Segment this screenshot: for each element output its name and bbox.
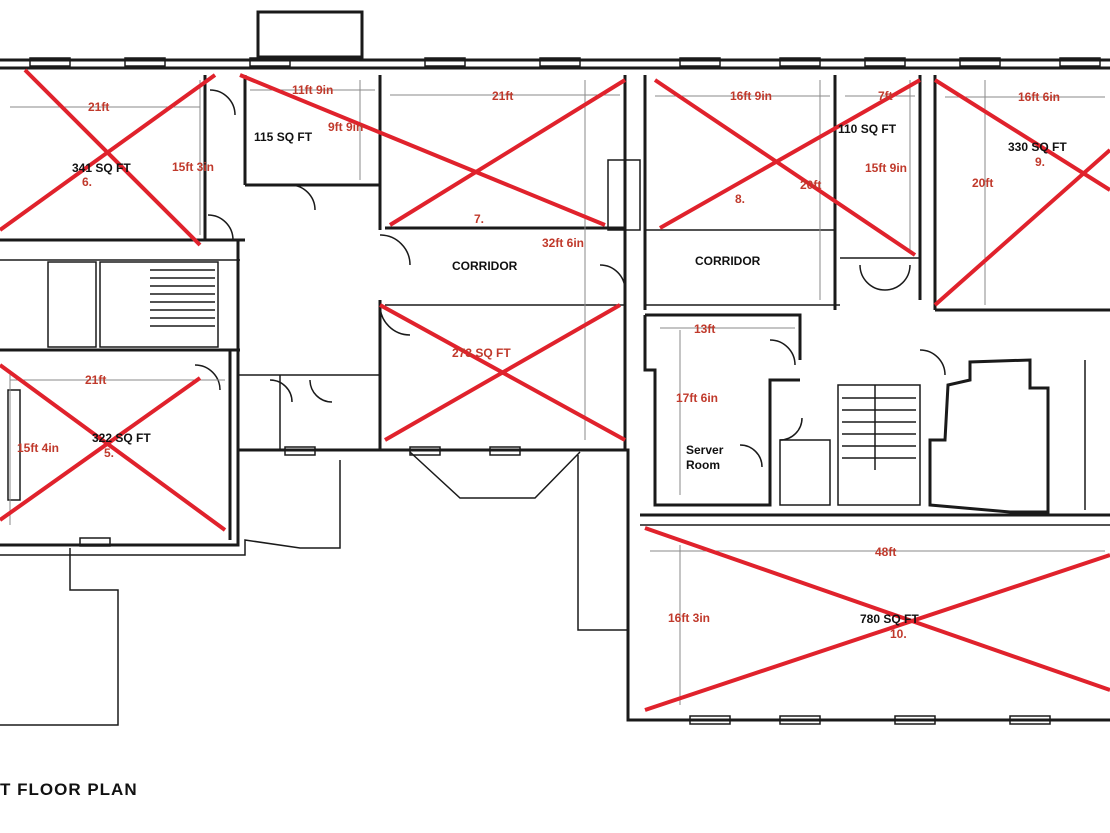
struck-out-rooms [0,68,1110,712]
room-9-width: 16ft 6in [1018,90,1060,104]
room-10-area: 780 SQ FT [860,612,919,626]
room-8-number: 8. [735,192,745,206]
room-110-height: 15ft 9in [865,161,907,175]
cross-room-6 [0,68,217,247]
top-annex [256,10,364,59]
room-6-width: 21ft [88,100,109,114]
room-9-area: 330 SQ FT [1008,140,1067,154]
room-7-number: 7. [474,212,484,226]
room-7-length: 32ft 6in [542,236,584,250]
room-10-height: 16ft 3in [668,611,710,625]
cross-room-273 [379,303,626,442]
server-room-height: 17ft 6in [676,391,718,405]
room-9-number: 9. [1035,155,1045,169]
stairwell-right [837,384,921,506]
server-room-width: 13ft [694,322,715,336]
room-110-area: 110 SQ FT [838,122,897,136]
room-115-height: 9ft 9in [328,120,363,134]
room-115-area: 115 SQ FT [254,130,313,144]
room-6-number: 6. [82,175,92,189]
internal-walls [0,75,1110,540]
server-room-label-line-2: Room [686,458,720,472]
room-8-height: 20ft [800,178,821,192]
cross-room-8 [653,78,921,257]
room-7-width: 21ft [492,89,513,103]
server-room-label-line-1: Server [686,443,724,457]
room-110-width: 7ft [878,89,893,103]
corridor-label-1: CORRIDOR [452,259,518,273]
room-5-area: 322 SQ FT [92,431,151,445]
outer-walls [0,10,1110,726]
room-10-number: 10. [890,627,907,641]
plan-title: T FLOOR PLAN [0,780,138,799]
cross-room-5 [0,363,227,532]
bay-window [409,451,581,499]
room-5-height: 15ft 4in [17,441,59,455]
room-115-width: 11ft 9in [292,83,333,97]
stairwell-left [99,261,219,348]
room-6-area: 341 SQ FT [72,161,131,175]
room-9-height: 20ft [972,176,993,190]
bottom-wall [0,448,1110,722]
room-10-width: 48ft [875,545,896,559]
room-5-number: 5. [104,446,114,460]
room-5-width: 21ft [85,373,106,387]
labels: 21ft 15ft 3in 341 SQ FT 6. 115 SQ FT 11f… [0,83,1067,799]
corridor-label-2: CORRIDOR [695,254,761,268]
lower-left-annex [0,548,119,726]
windows [29,57,1101,725]
cross-room-10 [644,526,1110,712]
room-273-area: 273 SQ FT [452,346,511,360]
cross-room-9 [933,78,1110,307]
room-8-width: 16ft 9in [730,89,772,103]
doors [194,89,946,468]
room-6-height: 15ft 3in [172,160,214,174]
cross-room-7 [239,73,627,227]
